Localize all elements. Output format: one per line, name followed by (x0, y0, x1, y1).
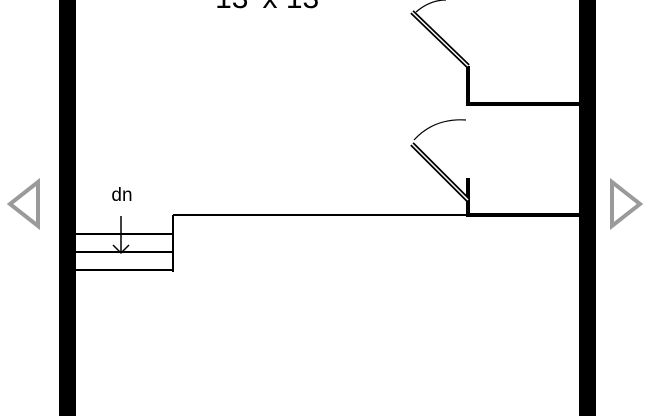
triangle-left-outline-icon[interactable] (6, 178, 42, 230)
upper-closet-door (410, 0, 470, 68)
stair-down-arrow (112, 216, 130, 255)
stair-treads (76, 233, 173, 271)
stair-direction-label: dn (111, 185, 133, 206)
left-exterior-wall (59, 0, 76, 416)
right-exterior-wall (579, 0, 596, 416)
lower-closet-door (410, 119, 470, 202)
room-dimension-label: 13' x 13' (195, 0, 345, 16)
triangle-right-outline-icon[interactable] (608, 178, 644, 230)
